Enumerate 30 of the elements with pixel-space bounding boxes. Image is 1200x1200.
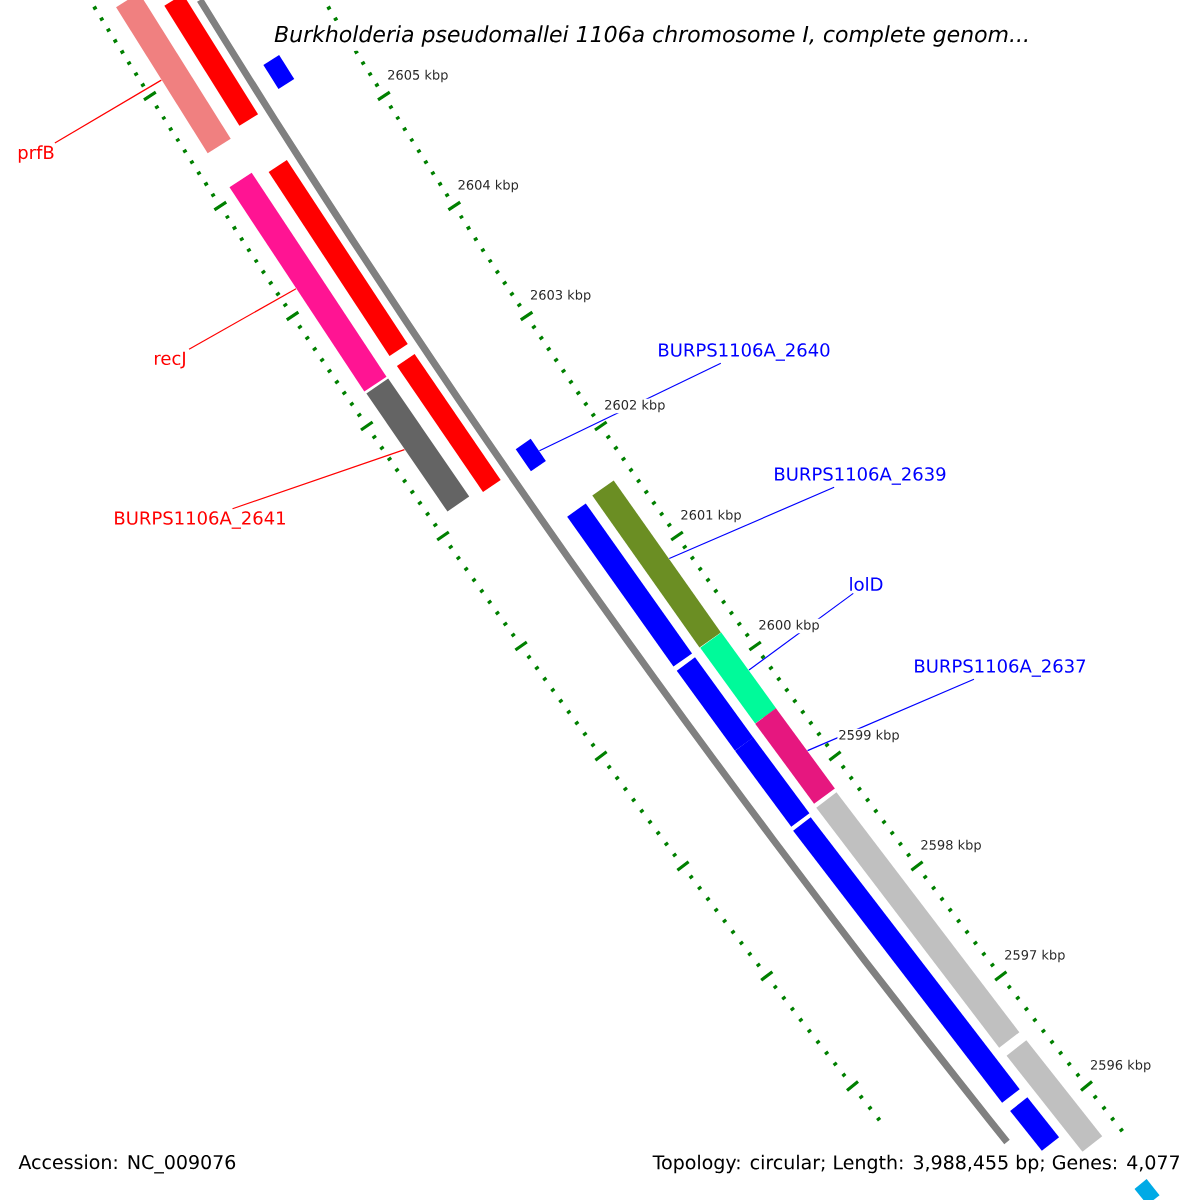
gene-bar [396, 353, 501, 493]
gene-bar [676, 657, 754, 751]
leader-line [188, 288, 297, 350]
gene-bar [229, 172, 387, 392]
title: Burkholderia pseudomallei 1106a chromosome I, complete genom... [270, 21, 1034, 51]
leader-line [54, 79, 162, 144]
gene-bar [592, 480, 721, 648]
gene-bar [116, 0, 231, 154]
gene-bar [268, 160, 408, 356]
leader-line [668, 486, 835, 560]
gene-label: lolD [850, 577, 883, 591]
gene-bar [515, 438, 546, 472]
gene-label: BURPS1106A_2639 [775, 467, 946, 485]
gene-bar [164, 0, 259, 126]
gene-bar [263, 55, 295, 89]
gene-bar [1010, 1097, 1060, 1151]
leader-line [806, 678, 975, 752]
gene-bar [700, 632, 777, 724]
gene-label: BURPS1106A_2641 [115, 511, 285, 529]
gene-label: prfB [18, 145, 54, 163]
gene-label: recJ [155, 351, 185, 369]
gene-bar [1134, 1179, 1160, 1200]
footer-text: Topology: circular; Length: 3,988,455 bp; Genes: 4,077 [649, 1151, 1184, 1177]
gene-label: BURPS1106A_2637 [915, 659, 1086, 677]
leader-line [231, 449, 406, 510]
gene-label: BURPS1106A_2640 [659, 343, 830, 361]
footer-text: Accession: NC_009076 [18, 1154, 236, 1174]
gene-bar [735, 737, 810, 827]
gene-bar [366, 378, 470, 512]
gene-bar [755, 708, 835, 804]
